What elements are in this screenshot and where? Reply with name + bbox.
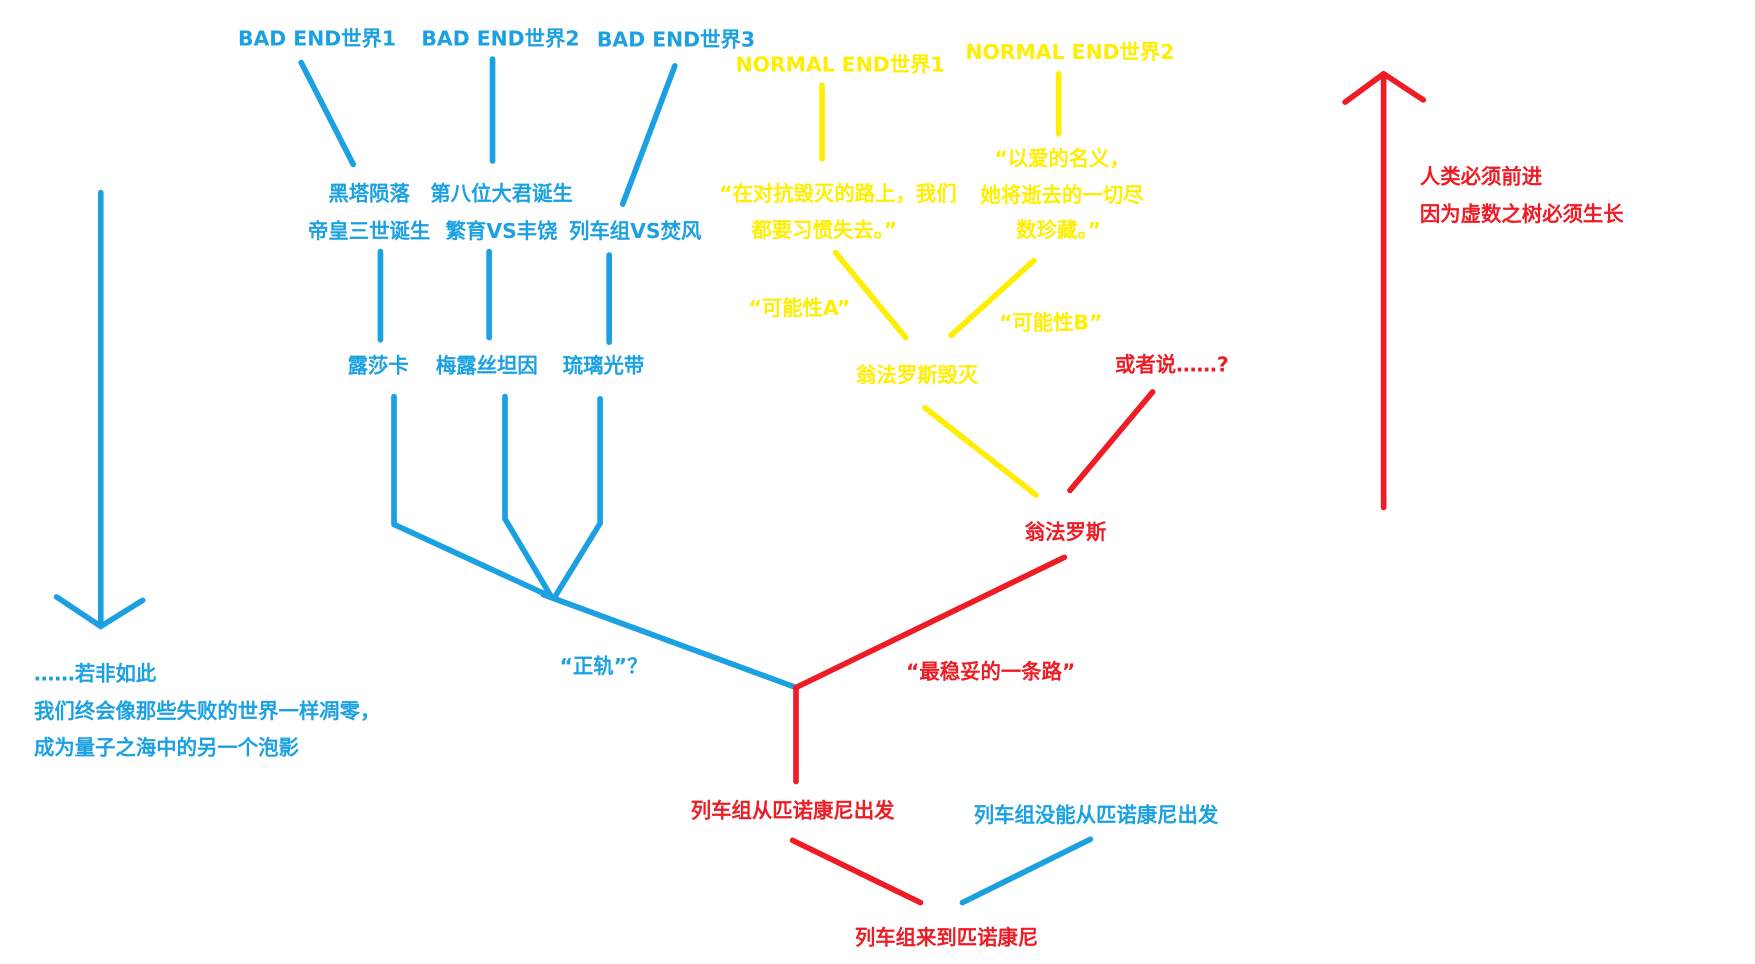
connector-line xyxy=(551,395,603,600)
connector-line xyxy=(298,59,357,168)
depart-branch-line xyxy=(789,837,924,906)
orthodox-label: “正轨”？ xyxy=(560,654,648,678)
up-arrow-head-icon xyxy=(1342,70,1427,105)
destruction-label: 翁法罗斯毁灭 xyxy=(856,363,979,387)
orthodox-branch-line xyxy=(540,591,799,691)
or-else-label: 或者说……? xyxy=(1115,353,1229,377)
connector-line xyxy=(1067,389,1156,494)
event-label: 琉璃光带 xyxy=(563,354,645,378)
connector-line xyxy=(391,393,555,600)
quote-line: 都要习惯失去。” xyxy=(750,218,897,242)
event-label: 黑塔陨落 xyxy=(328,182,410,206)
not-depart-label: 列车组没能从匹诺康尼出发 xyxy=(974,803,1219,827)
bad-end-branches xyxy=(53,56,1094,906)
arrive-label: 列车组来到匹诺康尼 xyxy=(855,926,1038,950)
connector-line xyxy=(502,393,555,600)
left-note-line: 我们终会像那些失败的世界一样凋零， xyxy=(34,699,380,723)
normal-end-1-label: NORMAL END世界1 xyxy=(736,53,945,77)
possibility-a-label: “可能性A” xyxy=(748,296,850,320)
normal-end-branches xyxy=(819,70,1062,498)
quote-line: 数珍藏。” xyxy=(1016,218,1101,242)
connector-line xyxy=(922,405,1039,498)
event-label: 繁育VS丰饶 xyxy=(446,219,558,243)
quote-line: “以爱的名义， xyxy=(994,147,1130,171)
event-label: 列车组VS焚风 xyxy=(569,219,702,243)
quote-line: 她将逝去的一切尽 xyxy=(981,183,1145,207)
main-path-branches xyxy=(789,70,1427,906)
event-label: 梅露丝坦因 xyxy=(436,354,538,378)
connector-line xyxy=(948,257,1037,339)
bad-end-2-label: BAD END世界2 xyxy=(421,27,579,51)
left-note-line: ……若非如此 xyxy=(34,662,157,686)
amphoreus-label: 翁法罗斯 xyxy=(1025,520,1107,544)
event-label: 露莎卡 xyxy=(348,354,409,378)
quote-line: “在对抗毁灭的路上，我们 xyxy=(719,182,957,206)
not-depart-branch-line xyxy=(959,836,1094,906)
bad-end-3-label: BAD END世界3 xyxy=(597,28,755,52)
normal-end-2-label: NORMAL END世界2 xyxy=(965,40,1174,64)
possibility-b-label: “可能性B” xyxy=(999,311,1102,335)
event-label: 帝皇三世诞生 xyxy=(308,219,430,243)
right-note-line: 因为虚数之树必须生长 xyxy=(1420,202,1624,226)
left-note-line: 成为量子之海中的另一个泡影 xyxy=(34,735,300,759)
connector-line xyxy=(619,63,678,207)
safest-path-label: “最稳妥的一条路” xyxy=(906,659,1075,683)
depart-label: 列车组从匹诺康尼出发 xyxy=(691,799,895,823)
safest-branch-line xyxy=(793,554,1068,691)
event-label: 第八位大君诞生 xyxy=(430,182,573,206)
right-note-line: 人类必须前进 xyxy=(1420,165,1543,189)
down-arrow-head-icon xyxy=(53,594,146,630)
connector-line xyxy=(832,249,909,341)
bad-end-1-label: BAD END世界1 xyxy=(238,27,396,51)
